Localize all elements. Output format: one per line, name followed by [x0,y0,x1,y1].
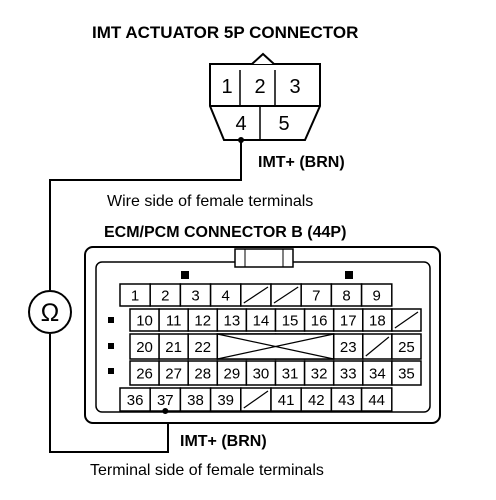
ecm-pin-cell [158,333,189,360]
ecm-connector-title: ECM/PCM CONNECTOR B (44P) [104,224,346,241]
ecm-pin-number: 1 [131,288,139,305]
imt-connector-title: IMT ACTUATOR 5P CONNECTOR [92,23,358,42]
ecm-pin-cell [187,333,219,360]
ecm-pin-number: 41 [278,392,295,409]
ecm-pin-number: 7 [312,288,320,305]
ecm-pin-number: 17 [340,313,357,330]
ecm-pin-cell [360,283,393,307]
ecm-pin-number: 18 [369,313,386,330]
imt-pin: 3 [289,76,300,98]
ecm-blank-pin-slash [394,311,419,329]
ecm-pin-number: 10 [136,313,153,330]
ecm-pin-cell [360,387,393,412]
imt-wire-label-top: IMT+ (BRN) [258,154,345,171]
ecm-pin-cell [129,333,160,360]
ecm-pin-number: 32 [311,366,328,383]
ecm-pin-number: 43 [338,392,355,409]
ecm-pin-number: 42 [308,392,325,409]
ecm-blank-pin-slash [243,286,269,304]
ecm-pin-number: 2 [161,288,169,305]
ecm-pin-number: 31 [282,366,299,383]
ohmmeter-icon: Ω [28,290,72,334]
ecm-pin-number: 20 [136,339,153,356]
ecm-pin-number: 26 [136,366,153,383]
ecm-blank-pin-slash [365,336,390,357]
ecm-pin-cell [187,360,219,386]
ecm-pin-number: 39 [217,392,234,409]
ecm-pin-number: 12 [194,313,211,330]
ecm-pin-cell [391,360,422,386]
ohm-symbol: Ω [41,299,60,327]
ecm-pin-cell [362,360,393,386]
imt-wire-label-bottom: IMT+ (BRN) [180,433,267,450]
ecm-pin-number: 44 [368,392,385,409]
ecm-pin-number: 30 [253,366,270,383]
ecm-pin-number: 15 [282,313,299,330]
meter-wire [49,140,242,453]
ecm-pin-number: 29 [224,366,241,383]
ecm-pin-number: 13 [224,313,241,330]
ecm-pin-number: 22 [194,339,211,356]
ecm-pin-number: 4 [222,288,230,305]
imt-connector: 1 2 3 4 5 [209,52,321,141]
ecm-blank-pin-slash [243,390,269,409]
ecm-pin-number: 38 [187,392,204,409]
ecm-pin-number: 8 [342,288,350,305]
ecm-pin-number: 37 [157,392,174,409]
ecm-pin-cell [274,360,306,386]
ecm-blank-region-cross [217,333,334,360]
ecm-pin-cell [391,333,422,360]
imt-pin: 1 [221,76,232,98]
ecm-pin-number: 34 [369,366,386,383]
ecm-pin-number: 9 [373,288,381,305]
ecm-pin-number: 11 [166,313,182,330]
ecm-pin-number: 33 [340,366,357,383]
imt-pin: 2 [254,76,265,98]
imt-pin: 5 [278,113,289,135]
ecm-pin-number: 25 [398,339,415,356]
ecm-pin-number: 16 [311,313,328,330]
ecm-pin-number: 14 [253,313,270,330]
ecm-blank-pin-slash [273,286,299,304]
ecm-pin-number: 23 [340,339,357,356]
ecm-pin-number: 3 [191,288,199,305]
ecm-pin-number: 27 [165,366,182,383]
ecm-pin-number: 36 [127,392,144,409]
imt-pin: 4 [235,113,246,135]
ecm-pin-cell [332,360,364,386]
probe-point [162,408,169,414]
ecm-pin-number: 35 [398,366,415,383]
ecm-pin-number: 21 [165,339,182,356]
wire-side-caption: Wire side of female terminals [107,193,313,210]
ecm-pin-number: 28 [194,366,211,383]
ecm-pin-cell [303,360,335,386]
terminal-side-caption: Terminal side of female terminals [90,462,324,479]
